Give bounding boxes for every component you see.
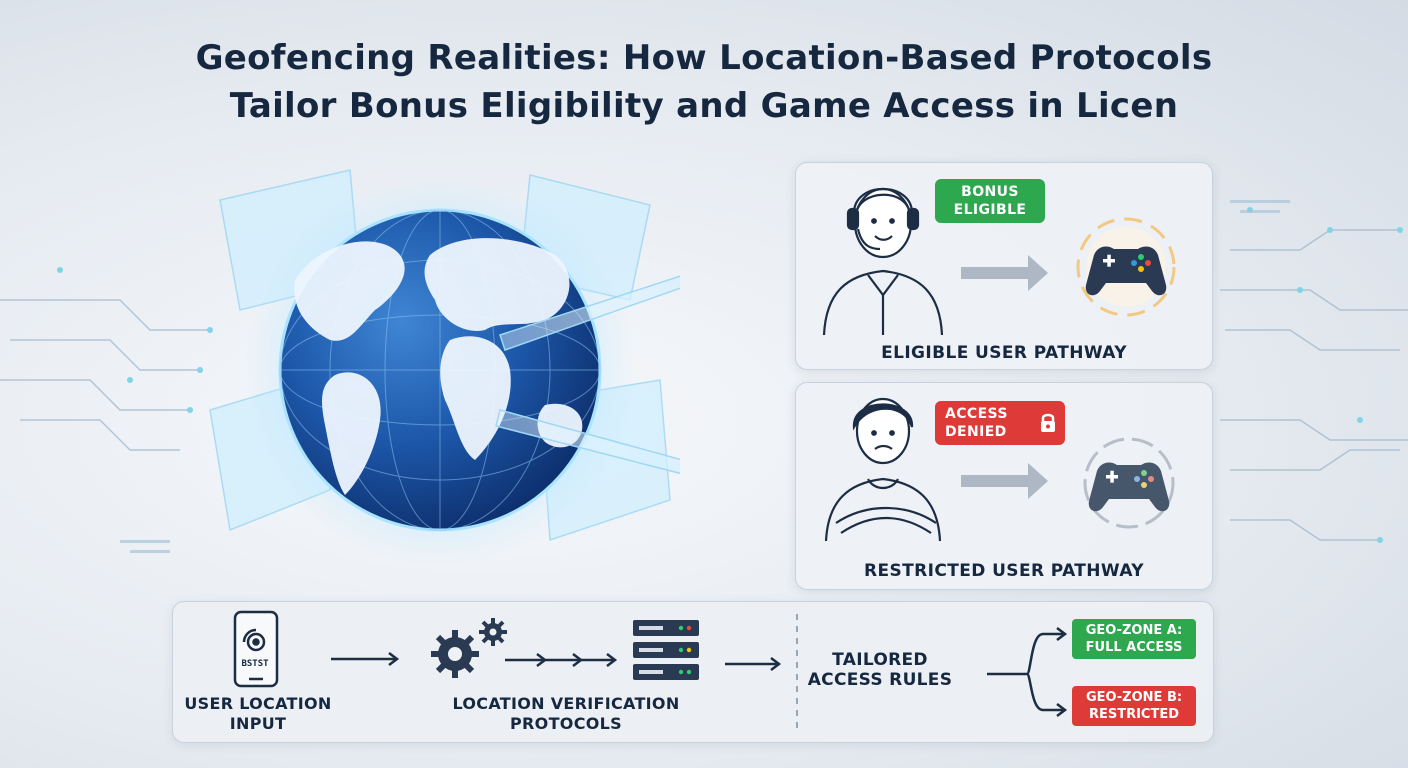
- geo-zone-b-badge: GEO-ZONE B: RESTRICTED: [1072, 686, 1196, 726]
- process-flow-panel: BSTST USER LOCATION INPUT LOCATION VERIF…: [172, 601, 1214, 743]
- label-line: LOCATION VERIFICATION: [452, 694, 680, 713]
- restricted-pathway-panel: ACCESS DENIED RESTRICTED USER PATHWAY: [795, 382, 1213, 590]
- bonus-eligible-badge: BONUS ELIGIBLE: [935, 179, 1045, 223]
- zone-line: GEO-ZONE B:: [1085, 690, 1183, 705]
- title-line-2: Tailor Bonus Eligibility and Game Access…: [229, 86, 1179, 126]
- flow-arrow-icon: [725, 657, 782, 671]
- access-denied-badge: ACCESS DENIED: [935, 401, 1065, 445]
- label-line: ACCESS RULES: [807, 670, 953, 690]
- badge-line: DENIED: [945, 424, 1007, 440]
- game-controller-icon: [1083, 437, 1175, 529]
- smartphone-icon: [233, 610, 279, 688]
- flow-arrow-icon: [331, 652, 400, 666]
- eligible-illustration: [822, 187, 1176, 336]
- branch-arrows-icon: [987, 627, 1068, 717]
- page-title: Geofencing Realities: How Location-Based…: [0, 34, 1408, 130]
- location-verification-label: LOCATION VERIFICATION PROTOCOLS: [431, 694, 701, 734]
- gears-icon: [431, 618, 507, 678]
- headset-user-icon: [822, 187, 944, 336]
- label-line: PROTOCOLS: [510, 714, 622, 733]
- flow-arrow-icon: [961, 255, 1048, 291]
- eligible-pathway-panel: BONUS ELIGIBLE ELIGIBLE USER PATHWAY: [795, 162, 1213, 370]
- eligible-pathway-label: ELIGIBLE USER PATHWAY: [881, 343, 1127, 363]
- user-location-input-label: USER LOCATION INPUT: [173, 694, 343, 734]
- zone-line: GEO-ZONE A:: [1085, 623, 1183, 638]
- zone-line: FULL ACCESS: [1085, 640, 1183, 655]
- tailored-access-rules-label: TAILORED ACCESS RULES: [795, 650, 965, 690]
- flow-arrow-icon: [961, 463, 1048, 499]
- label-line: USER LOCATION: [184, 694, 332, 713]
- process-flow-graphics: [233, 610, 1068, 730]
- restricted-illustration: [824, 397, 1175, 542]
- geo-zone-a-badge: GEO-ZONE A: FULL ACCESS: [1072, 619, 1196, 659]
- game-controller-icon: [1076, 217, 1176, 317]
- badge-line: BONUS: [961, 184, 1019, 200]
- restricted-pathway-label: RESTRICTED USER PATHWAY: [864, 561, 1144, 581]
- phone-code-text: BSTST: [241, 659, 269, 669]
- lock-icon: [1041, 413, 1055, 432]
- badge-line: ELIGIBLE: [953, 202, 1027, 218]
- globe-graphic: [200, 160, 680, 580]
- arrow-eligible: [499, 275, 680, 351]
- crossed-arms-user-icon: [824, 397, 942, 542]
- label-line: TAILORED: [832, 650, 928, 670]
- zone-line: RESTRICTED: [1088, 707, 1180, 722]
- label-line: INPUT: [229, 714, 287, 733]
- globe-icon: [209, 169, 680, 565]
- flow-arrow-icon: [505, 653, 618, 667]
- arrow-restricted: [495, 409, 680, 475]
- badge-line: ACCESS: [945, 406, 1008, 422]
- server-icon: [633, 620, 699, 680]
- title-line-1: Geofencing Realities: How Location-Based…: [195, 38, 1213, 78]
